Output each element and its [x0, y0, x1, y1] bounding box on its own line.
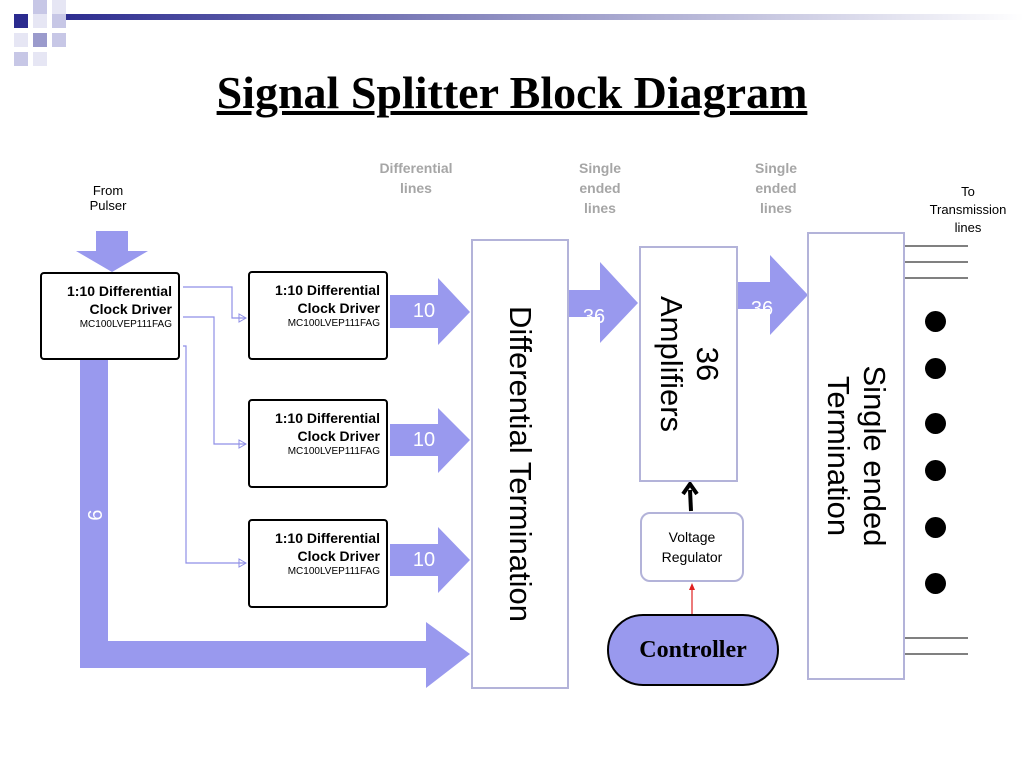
corner-decoration: [14, 0, 1024, 66]
clock-driver-2: 1:10 Differential Clock Driver MC100LVEP…: [248, 271, 388, 360]
clock-driver-3: 1:10 Differential Clock Driver MC100LVEP…: [248, 399, 388, 488]
continuation-dot: [925, 311, 946, 332]
output-arrow-10-3: [390, 527, 470, 593]
continuation-dot: [925, 358, 946, 379]
connector-driver-3: [183, 316, 246, 445]
differential-termination-label: Differential Termination: [503, 306, 538, 622]
continuation-dot: [925, 460, 946, 481]
continuation-dot: [925, 517, 946, 538]
output-count-label-2: 10: [412, 429, 436, 451]
bypass-arrow-9: [80, 357, 470, 688]
arrow-36-to-single-ended: [738, 255, 808, 335]
clock-driver-4: 1:10 Differential Clock Driver MC100LVEP…: [248, 519, 388, 608]
page-title: Signal Splitter Block Diagram: [216, 67, 808, 118]
pulser-input-arrow: [76, 231, 148, 272]
controller-block: Controller: [607, 614, 779, 686]
output-count-label-3: 10: [412, 549, 436, 571]
clock-driver-1: 1:10 Differential Clock Driver MC100LVEP…: [40, 272, 180, 360]
amplifier-count-label: 36: [582, 306, 606, 328]
differential-termination-block: Differential Termination: [471, 239, 569, 689]
bypass-count-label: 9: [83, 509, 105, 521]
arrow-36-to-amplifiers: [568, 262, 638, 343]
single-ended-count-label: 36: [750, 298, 774, 320]
output-arrow-10-2: [390, 408, 470, 473]
continuation-dot: [925, 413, 946, 434]
connector-driver-4: [183, 345, 246, 564]
continuation-dot: [925, 573, 946, 594]
connector-driver-2: [183, 286, 246, 319]
output-count-label-1: 10: [412, 300, 436, 322]
output-arrow-10-1: [390, 278, 470, 345]
